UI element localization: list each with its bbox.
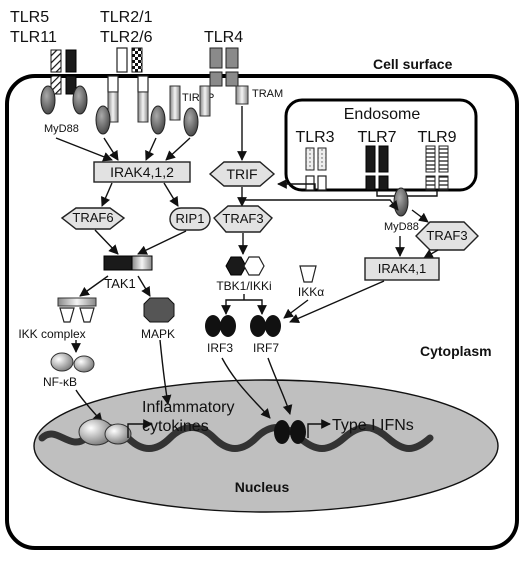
endosome-label: Endosome xyxy=(344,106,421,123)
tlr7-label: TLR7 xyxy=(357,129,396,146)
tlr9-label: TLR9 xyxy=(417,129,456,146)
rip1-label: RIP1 xyxy=(176,211,205,226)
nfkb-subunit xyxy=(73,355,95,373)
tlr4-receptor xyxy=(199,47,249,117)
traf3-right-label: TRAF3 xyxy=(426,228,467,243)
arrow xyxy=(103,137,119,161)
ikk-complex-label: IKK complex xyxy=(18,327,85,341)
arrow xyxy=(159,339,172,405)
tlr2-6-label: TLR2/6 xyxy=(100,29,153,46)
myd88-adaptor-icon xyxy=(393,187,409,217)
connector-line xyxy=(376,190,438,197)
arrow xyxy=(79,275,109,297)
arrow xyxy=(243,199,399,211)
ikka-label: IKKα xyxy=(298,285,324,299)
arrow xyxy=(55,137,113,162)
arrow xyxy=(94,229,119,255)
tlr7-receptor xyxy=(365,145,389,191)
traf6-label: TRAF6 xyxy=(72,210,113,225)
type1-ifns-label: Type I IFNs xyxy=(332,417,414,434)
ikka-trapezoid xyxy=(299,265,317,283)
arrow xyxy=(137,230,187,255)
arrow xyxy=(289,280,385,323)
ikk-complex-icon xyxy=(57,297,97,323)
arrow xyxy=(221,299,244,315)
traf3-left-pentagon xyxy=(213,205,273,233)
tlr5-receptor xyxy=(50,49,62,95)
inflammatory-line1: Inflammatory xyxy=(142,399,234,416)
tlr3-receptor xyxy=(305,147,327,191)
arrow xyxy=(163,182,179,207)
tlr3-label: TLR3 xyxy=(295,129,334,146)
arrow xyxy=(244,299,267,315)
tlr9-receptor xyxy=(425,145,449,191)
myd88-adaptor-icon xyxy=(95,105,111,135)
arrow xyxy=(101,182,113,207)
tlr2-receptor xyxy=(107,47,149,123)
mapk-octagon xyxy=(143,297,175,323)
arrow xyxy=(221,357,271,419)
nucleus xyxy=(33,379,499,513)
tlr5-label: TLR5 xyxy=(10,9,49,26)
cell-surface-label: Cell surface xyxy=(373,56,453,72)
myd88-left-label: MyD88 xyxy=(44,123,79,135)
irf7-dimer xyxy=(250,315,281,337)
inflammatory-line2: cytokines xyxy=(142,418,209,435)
arrow xyxy=(145,137,157,161)
trif-hexagon xyxy=(208,161,276,187)
tbk1-hexagon xyxy=(225,256,247,276)
tram-label: TRAM xyxy=(252,88,283,100)
rip1-capsule xyxy=(169,207,211,231)
ikki-hexagon xyxy=(243,256,265,276)
myd88-adaptor-icon xyxy=(72,85,88,115)
irak41-box xyxy=(364,257,440,281)
irf3-label: IRF3 xyxy=(207,341,233,355)
myd88-right-label: MyD88 xyxy=(384,221,419,233)
tlr2-1-label: TLR2/1 xyxy=(100,9,153,26)
tak1-bar-end xyxy=(131,255,153,271)
arrow xyxy=(423,249,439,259)
myd88-adaptor-icon xyxy=(150,105,166,135)
tbk1-label: TBK1/IKKi xyxy=(216,279,271,293)
arrow xyxy=(137,275,151,297)
irf7-label: IRF7 xyxy=(253,341,279,355)
trif-label: TRIF xyxy=(226,166,257,182)
irak41-label: IRAK4,1 xyxy=(378,261,426,276)
tlr11-receptor xyxy=(65,49,77,95)
nfkb-bound xyxy=(104,423,132,445)
transcription-arrow xyxy=(127,419,153,438)
mapk-label: MAPK xyxy=(141,327,175,341)
irak412-label: IRAK4,1,2 xyxy=(110,164,174,180)
irf-bound xyxy=(274,420,290,444)
arrow xyxy=(283,299,309,319)
irak412-box xyxy=(93,161,191,183)
arrow xyxy=(411,209,429,223)
tlr4-label: TLR4 xyxy=(204,29,243,46)
tak1-label: TAK1 xyxy=(104,276,136,291)
traf6-pentagon xyxy=(60,207,126,230)
transcription-arrow xyxy=(307,419,331,438)
arrow xyxy=(165,137,191,161)
nfkb-subunit xyxy=(50,352,74,372)
arrow xyxy=(277,179,316,190)
nfkb-label: NF-κB xyxy=(43,375,77,389)
cytoplasm-label: Cytoplasm xyxy=(420,343,492,359)
tlr11-label: TLR11 xyxy=(10,29,57,46)
nucleus-label: Nucleus xyxy=(235,479,290,495)
irf-bound xyxy=(290,420,306,444)
traf3-left-label: TRAF3 xyxy=(222,211,263,226)
myd88-adaptor-icon xyxy=(40,85,56,115)
arrow xyxy=(267,357,293,415)
tirap-adaptor-icon xyxy=(169,85,181,121)
myd88-adaptor-icon xyxy=(183,107,199,137)
irf3-dimer xyxy=(205,315,236,337)
